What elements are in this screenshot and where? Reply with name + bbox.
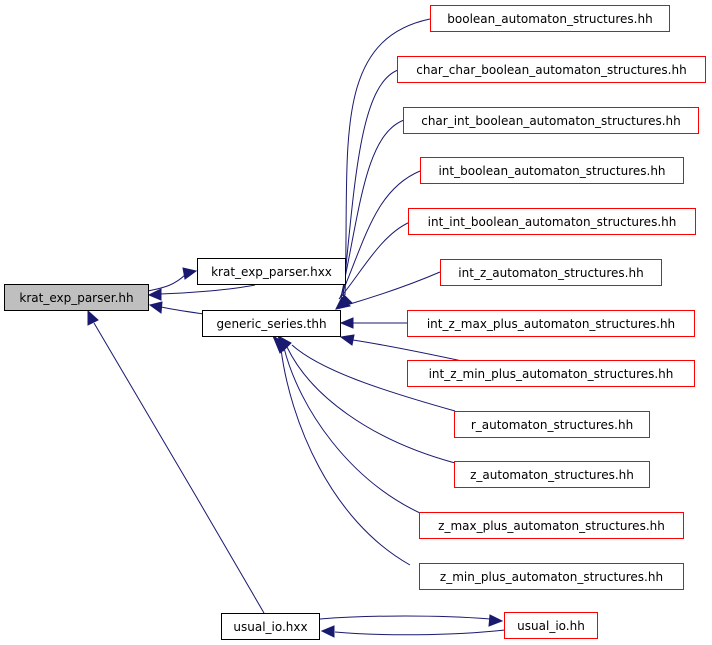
edge-structure-to-generic bbox=[342, 69, 399, 297]
edge-arrowhead bbox=[87, 309, 99, 326]
edge-usual-hxx-to-usual-hh bbox=[319, 615, 491, 620]
edge-structure-to-generic bbox=[283, 347, 421, 514]
node-z-automaton-structures[interactable]: z_automaton_structures.hh bbox=[454, 461, 650, 488]
node-krat-exp-parser-hxx[interactable]: krat_exp_parser.hxx bbox=[197, 258, 346, 285]
edge-arrowhead bbox=[488, 614, 504, 627]
edge-usual-hh-to-usual-hxx bbox=[334, 629, 506, 636]
node-int-int-boolean-automaton-structures[interactable]: int_int_boolean_automaton_structures.hh bbox=[408, 208, 696, 235]
edge-krat-hxx-to-root bbox=[159, 284, 256, 295]
edge-structure-to-generic bbox=[291, 344, 456, 412]
node-int-z-min-plus-automaton-structures[interactable]: int_z_min_plus_automaton_structures.hh bbox=[407, 360, 695, 387]
edge-structure-to-generic bbox=[344, 18, 431, 296]
node-label: usual_io.hxx bbox=[233, 620, 307, 634]
node-label: boolean_automaton_structures.hh bbox=[447, 12, 652, 26]
node-label: char_char_boolean_automaton_structures.h… bbox=[416, 63, 686, 77]
node-label: z_max_plus_automaton_structures.hh bbox=[438, 519, 665, 533]
edge-structure-to-generic bbox=[280, 348, 411, 566]
edge-arrowhead bbox=[182, 267, 198, 280]
node-label: int_z_min_plus_automaton_structures.hh bbox=[429, 367, 674, 381]
node-int-z-max-plus-automaton-structures[interactable]: int_z_max_plus_automaton_structures.hh bbox=[407, 310, 695, 337]
edge-structure-to-generic bbox=[340, 119, 405, 298]
node-z-min-plus-automaton-structures[interactable]: z_min_plus_automaton_structures.hh bbox=[419, 563, 684, 590]
node-label: z_automaton_structures.hh bbox=[470, 468, 634, 482]
edge-arrowhead bbox=[339, 317, 354, 329]
node-label: krat_exp_parser.hxx bbox=[211, 265, 332, 279]
node-char-int-boolean-automaton-structures[interactable]: char_int_boolean_automaton_structures.hh bbox=[403, 107, 699, 134]
node-label: int_boolean_automaton_structures.hh bbox=[438, 164, 665, 178]
node-r-automaton-structures[interactable]: r_automaton_structures.hh bbox=[454, 411, 650, 438]
edge-root-to-krat-hxx bbox=[147, 273, 187, 292]
edge-arrowhead bbox=[339, 334, 355, 346]
node-label: r_automaton_structures.hh bbox=[471, 418, 633, 432]
node-label: int_z_max_plus_automaton_structures.hh bbox=[427, 317, 675, 331]
node-int-boolean-automaton-structures[interactable]: int_boolean_automaton_structures.hh bbox=[420, 157, 684, 184]
node-boolean-automaton-structures[interactable]: boolean_automaton_structures.hh bbox=[430, 5, 670, 32]
node-label: int_z_automaton_structures.hh bbox=[458, 266, 643, 280]
node-int-z-automaton-structures[interactable]: int_z_automaton_structures.hh bbox=[440, 259, 662, 286]
edge-structure-to-generic bbox=[349, 271, 441, 305]
node-krat-exp-parser-hh[interactable]: krat_exp_parser.hh bbox=[4, 284, 149, 311]
edge-structure-to-generic bbox=[286, 346, 456, 464]
node-label: char_int_boolean_automaton_structures.hh bbox=[421, 114, 681, 128]
node-generic-series-thh[interactable]: generic_series.thh bbox=[202, 310, 341, 337]
node-label: krat_exp_parser.hh bbox=[19, 291, 133, 305]
node-label: generic_series.thh bbox=[216, 317, 326, 331]
edge-arrowhead bbox=[148, 301, 163, 314]
node-label: usual_io.hh bbox=[517, 619, 585, 633]
edge-arrowhead bbox=[339, 294, 353, 309]
edge-usual-hxx-to-root bbox=[93, 322, 265, 614]
edge-arrowhead bbox=[147, 288, 162, 301]
node-char-char-boolean-automaton-structures[interactable]: char_char_boolean_automaton_structures.h… bbox=[397, 56, 706, 83]
edge-arrowhead bbox=[277, 334, 292, 352]
node-usual-io-hxx[interactable]: usual_io.hxx bbox=[221, 613, 320, 640]
node-usual-io-hh[interactable]: usual_io.hh bbox=[504, 612, 598, 639]
node-z-max-plus-automaton-structures[interactable]: z_max_plus_automaton_structures.hh bbox=[419, 512, 684, 539]
node-label: z_min_plus_automaton_structures.hh bbox=[440, 570, 663, 584]
edge-structure-to-generic bbox=[339, 170, 421, 299]
node-label: int_int_boolean_automaton_structures.hh bbox=[428, 215, 677, 229]
edge-generic-to-root bbox=[160, 306, 205, 315]
edge-structure-to-generic bbox=[352, 339, 463, 362]
edge-arrowhead bbox=[320, 625, 335, 638]
edge-structure-to-generic bbox=[338, 221, 411, 300]
